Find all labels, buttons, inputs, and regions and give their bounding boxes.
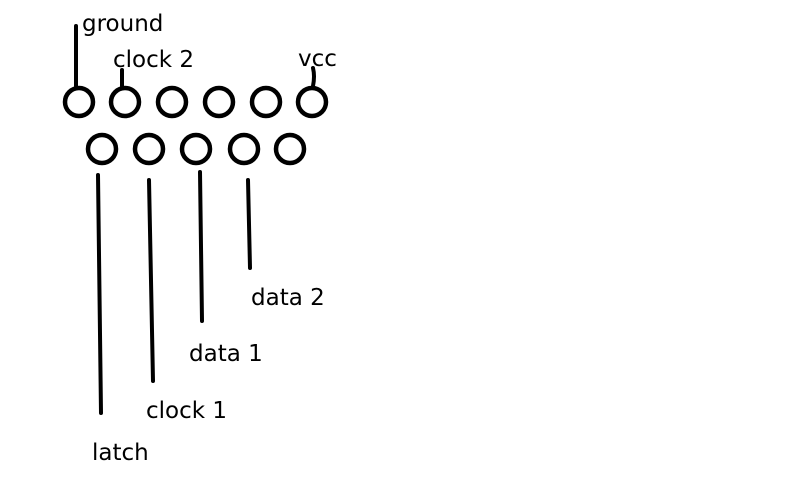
data2-lead-line [246,178,252,270]
vcc-lead-line [311,66,316,88]
pin-top-3 [155,85,189,119]
vcc-label: vcc [298,46,337,72]
data1-lead-line [198,170,204,323]
pin-bottom-4 [227,132,261,166]
latch-lead-line [96,173,103,415]
pin-top-2 [108,85,142,119]
clock2-label: clock 2 [113,47,194,73]
pin-top-4 [202,85,236,119]
top-pin-row [62,85,329,119]
data2-label: data 2 [251,285,325,311]
clock1-lead-line [147,178,155,383]
pin-top-6 [295,85,329,119]
pin-bottom-2 [132,132,166,166]
pin-bottom-3 [179,132,213,166]
bottom-pin-row [85,132,307,166]
pin-bottom-5 [273,132,307,166]
lead-lines [74,24,316,415]
ground-label: ground [82,11,163,37]
latch-label: latch [92,440,149,466]
data1-label: data 1 [189,341,263,367]
pin-bottom-1 [85,132,119,166]
pin-top-5 [249,85,283,119]
pin-top-1 [62,85,96,119]
clock1-label: clock 1 [146,398,227,424]
